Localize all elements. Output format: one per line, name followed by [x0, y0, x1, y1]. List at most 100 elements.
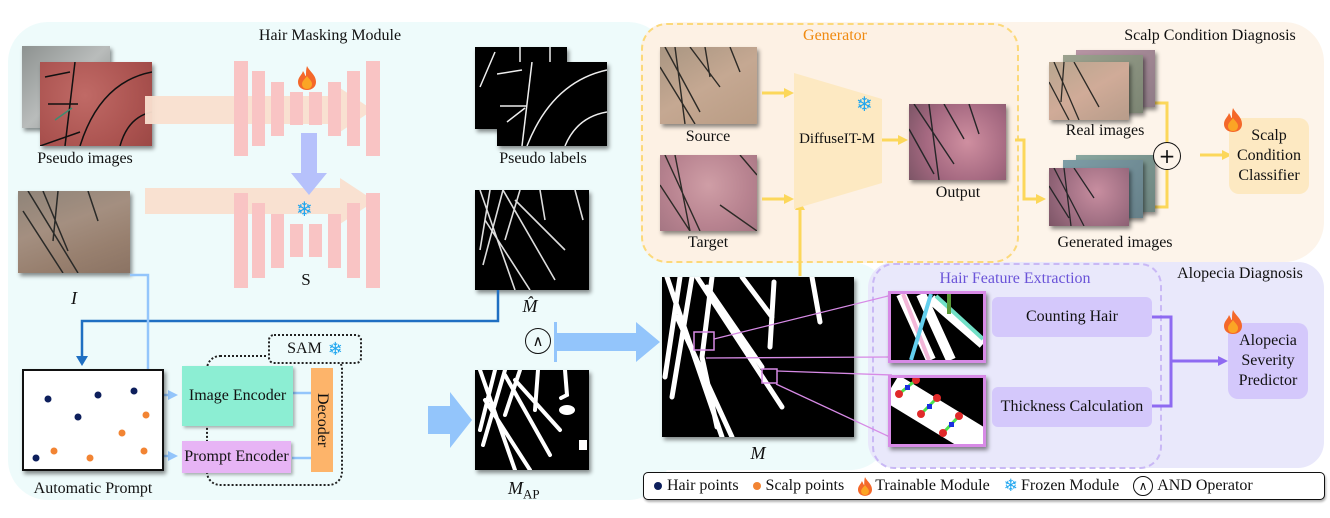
predictor-line-3: Predictor: [1238, 372, 1298, 389]
flame-icon: [1224, 310, 1242, 334]
hair-feature-extraction-panel: [872, 263, 1162, 469]
diffuseit-model-label: DiffuseIT-M: [799, 131, 875, 147]
hair-point-dot: [654, 482, 662, 490]
generator-output-image: [909, 104, 1006, 180]
legend-item-scalp-points: Scalp points: [752, 477, 844, 495]
unet-frozen-segmenter: [234, 193, 380, 288]
decoder-block: Decoder: [311, 368, 333, 472]
scalp-condition-classifier: Scalp Condition Classifier: [1229, 118, 1309, 194]
pseudo-image-front: [40, 62, 152, 146]
legend-item-trainable: Trainable Module: [858, 476, 990, 496]
source-image: [660, 47, 757, 124]
classifier-line-3: Classifier: [1238, 167, 1300, 184]
unet-block: [328, 82, 341, 136]
unet-block: [347, 71, 360, 146]
pseudo-labels-label: Pseudo labels: [499, 150, 587, 167]
zoom-region-counting: [693, 331, 715, 351]
sam-output-arrow: [428, 392, 472, 448]
unet-block: [309, 224, 322, 257]
input-image: [18, 191, 130, 273]
predicted-mask: [475, 190, 589, 290]
and-operator-icon: ∧: [1133, 476, 1154, 496]
legend-item-hair-points: Hair points: [654, 477, 739, 495]
counting-hair-inset: [888, 291, 986, 363]
classifier-line-1: Scalp: [1251, 127, 1287, 144]
generator-output-label: Output: [935, 184, 981, 201]
hair-point: [32, 454, 40, 462]
sam-mask-output: [475, 370, 589, 470]
scalp-point-dot: [752, 482, 761, 490]
unet-block: [271, 82, 284, 136]
pseudo-label-front: [497, 62, 607, 146]
target-image: [660, 155, 757, 231]
counting-hair-block: Counting Hair: [992, 297, 1152, 337]
unet-trainable: [234, 61, 380, 156]
generator-title: Generator: [803, 27, 867, 44]
thickness-calculation-block: Thickness Calculation: [992, 387, 1152, 427]
diffuseit-model-block: [794, 73, 882, 209]
unet-block: [328, 214, 341, 268]
target-label: Target: [687, 234, 729, 251]
snowflake-icon: ❄: [296, 197, 313, 221]
unet-block: [366, 61, 380, 156]
legend-item-and-operator: ∧ AND Operator: [1133, 476, 1253, 496]
snowflake-icon: ❄: [327, 338, 343, 360]
real-image-front: [1049, 62, 1129, 120]
pseudo-hair-strokes: [40, 62, 152, 146]
scalp-point: [118, 429, 126, 437]
and-operator-icon: ∧: [525, 328, 551, 354]
pseudo-images-label: Pseudo images: [37, 150, 133, 167]
flame-icon: [298, 66, 316, 90]
automatic-prompt-canvas: [22, 369, 164, 471]
alopecia-diagnosis-title: Alopecia Diagnosis: [1177, 265, 1303, 282]
and-output-arrow: [554, 322, 660, 362]
legend-item-frozen: ❄ Frozen Module: [1003, 476, 1120, 496]
classifier-line-2: Condition: [1236, 147, 1301, 164]
unet-block: [347, 203, 360, 278]
combine-operator-icon: +: [1153, 142, 1181, 170]
real-images-label: Real images: [1065, 122, 1145, 139]
input-image-label: I: [71, 288, 77, 308]
snowflake-icon: ❄: [1003, 476, 1018, 496]
unet-block: [290, 92, 303, 125]
hair-point: [130, 387, 138, 395]
sam-mask-output-label: MAP: [508, 478, 540, 502]
flame-icon: [858, 476, 873, 496]
predictor-line-1: Alopecia: [1239, 332, 1297, 349]
automatic-prompt-label: Automatic Prompt: [33, 480, 153, 497]
prompt-encoder-block: Prompt Encoder: [182, 441, 291, 473]
unet-block: [252, 203, 265, 278]
sam-title: SAM: [287, 340, 322, 357]
predictor-line-2: Severity: [1241, 352, 1295, 369]
flame-icon: [1224, 108, 1242, 132]
decoder-label: Decoder: [314, 392, 331, 448]
unet-block: [234, 61, 248, 156]
image-encoder-block: Image Encoder: [182, 366, 293, 426]
unet-block: [234, 193, 248, 288]
sam-title-tag: SAM ❄: [268, 334, 362, 364]
unet-block: [366, 193, 380, 288]
scalp-point: [142, 411, 150, 419]
hair-feature-extraction-title: Hair Feature Extraction: [939, 270, 1091, 287]
unet-block: [309, 92, 322, 125]
hair-point: [44, 395, 52, 403]
zoom-region-thickness: [761, 368, 778, 384]
alopecia-severity-predictor: Alopecia Severity Predictor: [1228, 323, 1308, 399]
generated-image-front: [1049, 168, 1129, 226]
inference-flow-arrow: [145, 178, 375, 224]
scalp-point: [86, 454, 94, 462]
generated-images-label: Generated images: [1057, 234, 1173, 251]
thickness-calc-inset: [888, 375, 986, 447]
scalp-point: [50, 447, 58, 455]
scalp-point: [140, 447, 148, 455]
predicted-mask-label: M̂: [522, 296, 538, 316]
scalp-condition-diagnosis-title: Scalp Condition Diagnosis: [1124, 27, 1296, 44]
segmenter-label: S: [301, 270, 311, 289]
final-hair-mask-label: M: [750, 443, 766, 463]
snowflake-icon: ❄: [856, 92, 873, 116]
legend: Hair points Scalp points Trainable Modul…: [643, 472, 1325, 500]
